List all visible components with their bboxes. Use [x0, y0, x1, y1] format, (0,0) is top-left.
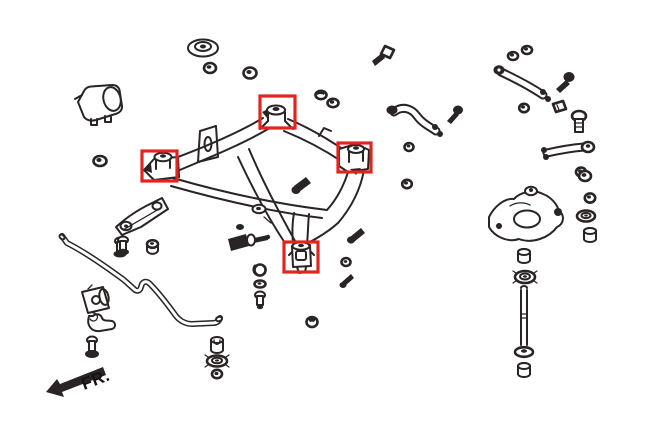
highlight-box-subframe-front-mount-bushing: [258, 94, 297, 130]
fr-direction-label: FR.: [79, 366, 113, 394]
nut-pair-mid-right: [400, 141, 415, 190]
nut-small-right-icon: [340, 256, 352, 268]
stabilizer-bar: [58, 233, 223, 327]
highlight-box-subframe-rear-mount-bushing: [282, 240, 320, 274]
washer-pair-upper-right: [506, 44, 534, 62]
nut-left-icon: [92, 154, 108, 168]
stay-bracket-arm: [115, 197, 169, 236]
bolt-center-icon: [291, 177, 311, 194]
grommet-and-nut-top: [187, 38, 219, 75]
subframe-left-mount-bushing: [143, 151, 180, 181]
washer-bolt-stack-center: [252, 263, 267, 310]
bolt-below-bracket2-icon: [85, 335, 99, 358]
fr-direction-arrow: FR.: [46, 366, 112, 397]
rear-upper-arm: [493, 65, 551, 102]
subframe-front-mount-bushing: [259, 104, 294, 130]
stud-and-washers-center: [228, 224, 271, 251]
differential-mount: [74, 84, 124, 126]
bolt-mushroom-right-icon: [570, 109, 588, 133]
stabilizer-bushing: [81, 284, 110, 314]
washer-and-mark-center: [251, 203, 272, 224]
bolt-upper-right-icon: [556, 72, 575, 93]
nut-and-sleeve-right: [517, 99, 568, 114]
stabilizer-end-link: [512, 248, 538, 378]
nut-right-of-bar-icon: [305, 315, 319, 329]
highlight-box-subframe-left-mount-bushing: [140, 149, 179, 183]
bolt-top-center-icon: [372, 44, 396, 66]
rear-lateral-link: [541, 140, 596, 160]
hex-nut-icon: [242, 66, 258, 80]
bolt-small-right-icon: [339, 274, 354, 288]
washer-pair-icon: [314, 89, 340, 109]
subframe-rear-mount-bushing: [288, 241, 315, 274]
bolt-camber-icon: [447, 105, 463, 124]
highlight-box-subframe-right-mount-bushing: [336, 141, 373, 174]
stabilizer-bracket: [87, 312, 116, 333]
highlight-boxes: [140, 94, 373, 274]
bolt-above-bar-icon: [117, 235, 129, 256]
nut-below-bracket-icon: [145, 238, 160, 255]
arrow-icon: [46, 367, 106, 397]
bushing-column-right: [575, 169, 597, 243]
rear-camber-arm: [386, 103, 443, 137]
bolt-right-of-leg-icon: [347, 228, 365, 244]
rear-lower-control-arm: [488, 185, 564, 242]
sleeve-washer-nut-stack: [204, 336, 230, 380]
subframe-crossmember: [169, 117, 365, 245]
subframe-right-mount-bushing: [338, 143, 370, 175]
